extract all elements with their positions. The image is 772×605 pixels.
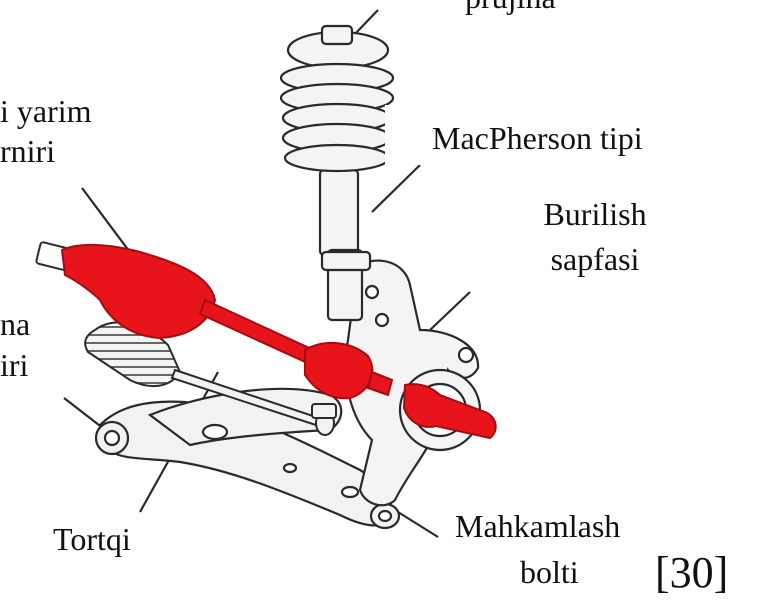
label-bolt-line2: bolti [520, 553, 579, 591]
coil-spring-icon [281, 26, 393, 171]
label-burilish-line2: sapfasi [520, 240, 670, 278]
label-drive-line1: i yarim [0, 92, 92, 130]
leader-knuckle [430, 292, 470, 330]
label-left-line1: na [0, 305, 30, 343]
label-drive-line2: rniri [0, 132, 55, 170]
leader-macpherson [372, 165, 420, 212]
label-left-line2: iri [0, 346, 28, 384]
label-top-cut: prujina [465, 0, 556, 15]
strut-icon [320, 170, 370, 320]
label-burilish-line1: Burilish [520, 195, 670, 233]
reference-number: [30] [655, 548, 728, 598]
label-bolt-line1: Mahkamlash [455, 507, 620, 545]
label-tortqi: Tortqi [53, 520, 131, 558]
label-macpherson: MacPherson tipi [432, 119, 643, 157]
leader-bolt [398, 512, 438, 537]
